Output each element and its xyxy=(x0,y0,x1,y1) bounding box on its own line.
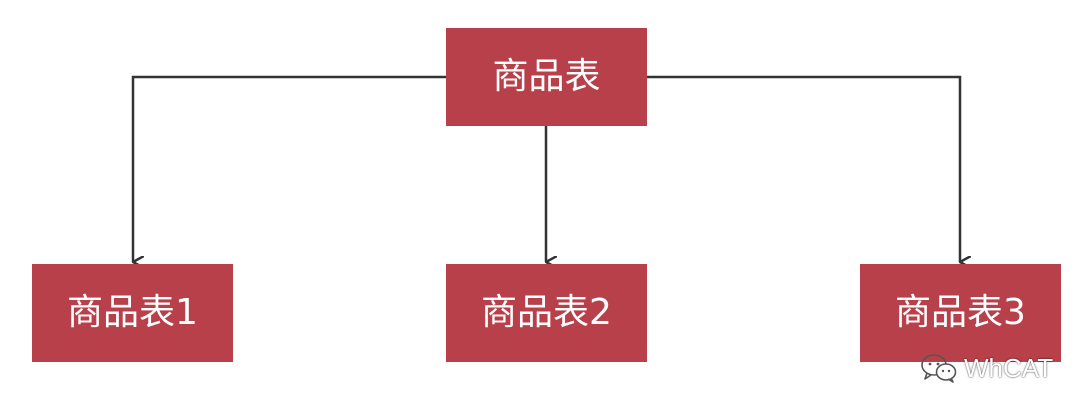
root-node-label: 商品表 xyxy=(492,56,601,97)
child-node-2: 商品表2 xyxy=(446,264,647,362)
connector-to-child-3 xyxy=(647,75,960,262)
wechat-icon xyxy=(921,354,957,383)
child-node-3: 商品表3 xyxy=(860,264,1061,362)
child-node-3-label: 商品表3 xyxy=(895,292,1026,333)
watermark-text: WhCAT xyxy=(964,352,1054,383)
child-node-1-label: 商品表1 xyxy=(67,292,198,333)
child-node-1: 商品表1 xyxy=(32,264,233,362)
watermark: WhCAT xyxy=(920,348,1053,388)
root-node: 商品表 xyxy=(446,28,647,126)
child-node-2-label: 商品表2 xyxy=(481,292,612,333)
connector-to-child-1 xyxy=(131,75,446,262)
